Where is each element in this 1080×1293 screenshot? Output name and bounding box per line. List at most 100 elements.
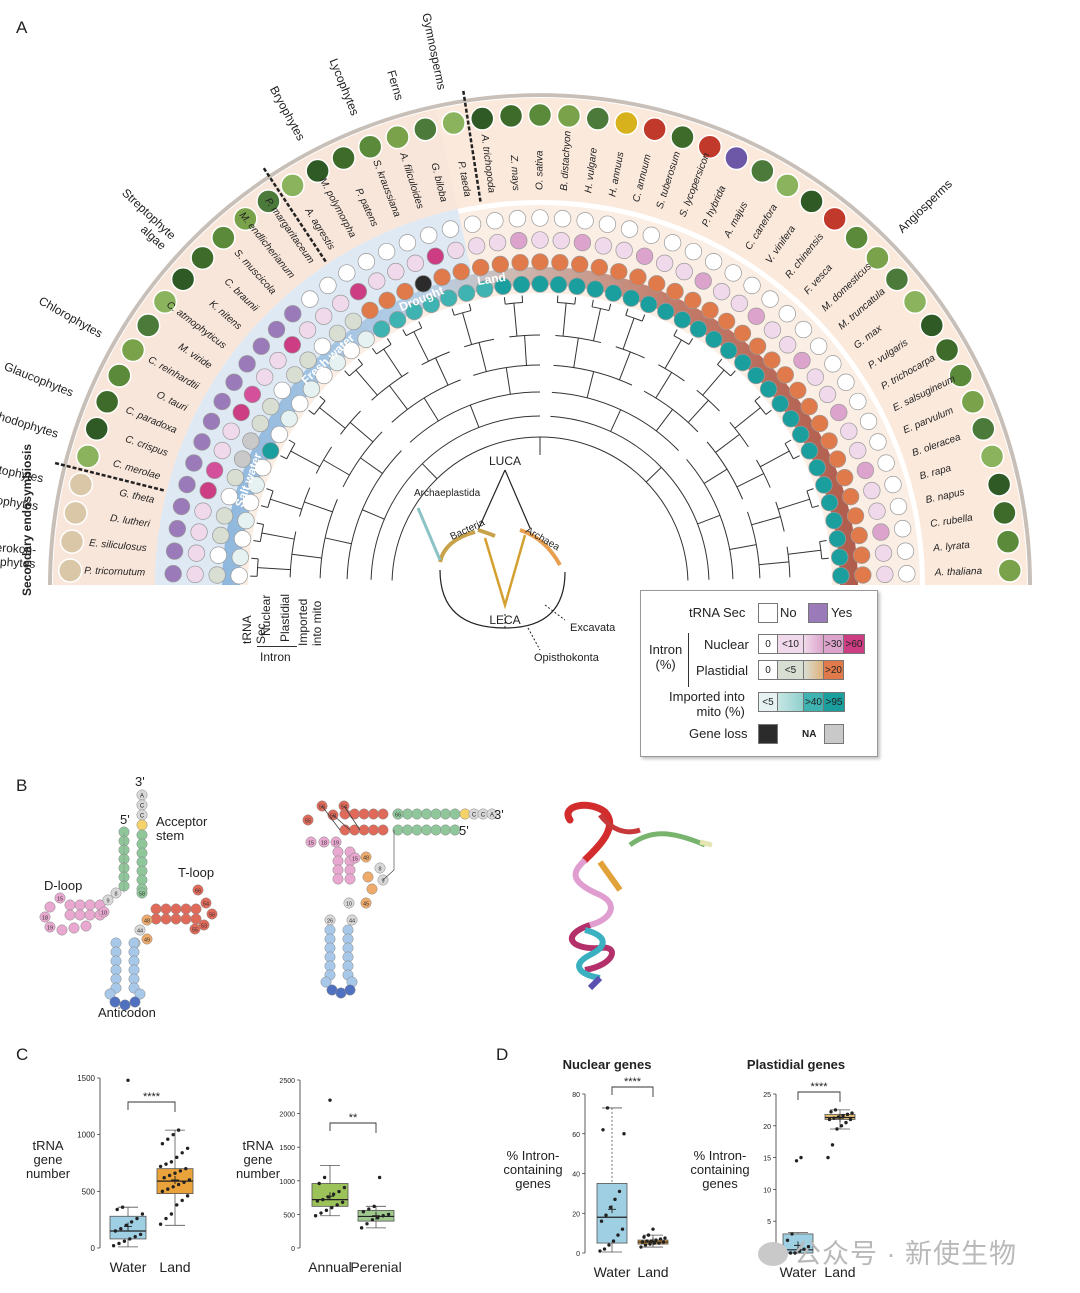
- data-circle: [854, 566, 872, 584]
- legend-no-swatch: [758, 603, 778, 623]
- data-circle: [629, 268, 647, 286]
- data-circle: [717, 312, 736, 331]
- data-circle: [215, 507, 234, 525]
- data-circle: [261, 442, 280, 460]
- nucleotide: [189, 923, 201, 935]
- y-tick-label: 500: [82, 1187, 96, 1196]
- data-circle: [789, 381, 807, 399]
- tree-branch: [715, 433, 740, 453]
- tree-branch: [505, 367, 511, 395]
- data-circle: [194, 502, 212, 520]
- sep-land: [262, 167, 327, 263]
- data-circle: [663, 234, 682, 252]
- group-label-heterokontophytes: Heterokon-tophytes: [0, 539, 37, 571]
- data-circle: [657, 302, 675, 321]
- data-point: [839, 1124, 844, 1128]
- data-circle: [213, 441, 231, 460]
- luca-label: LUCA: [489, 454, 521, 468]
- tree-branch: [625, 308, 629, 316]
- legend-imported-gradient: [778, 692, 804, 712]
- data-point: [602, 1247, 607, 1251]
- tree-branch: [290, 450, 320, 468]
- data-point: [790, 1232, 794, 1236]
- data-circle: [586, 280, 604, 298]
- data-circle: [820, 432, 838, 450]
- tree-branch: [608, 303, 612, 311]
- data-circle: [313, 337, 332, 355]
- data-circle: [283, 336, 301, 354]
- species-photo: [413, 116, 438, 142]
- data-circle: [763, 321, 782, 339]
- nucleotide-number: 49: [144, 938, 150, 944]
- species-photo: [902, 289, 928, 315]
- data-circle: [225, 373, 243, 391]
- data-circle: [426, 247, 445, 265]
- tree-branch: [717, 358, 723, 365]
- trna-mid-three-prime-label: 3': [494, 807, 504, 822]
- column-header-intron: Intron: [260, 650, 291, 664]
- data-circle: [868, 502, 886, 520]
- data-point: [331, 1192, 336, 1196]
- tree-branch: [360, 457, 383, 474]
- y-axis-label-line: containing: [503, 1162, 562, 1177]
- data-circle: [793, 351, 811, 370]
- data-circle: [635, 247, 654, 265]
- data-circle: [531, 209, 549, 227]
- data-circle: [463, 215, 482, 233]
- species-photo: [775, 173, 800, 198]
- data-circle: [712, 283, 731, 301]
- data-circle: [242, 432, 260, 450]
- y-tick-label: 500: [283, 1212, 295, 1219]
- y-tick-label: 0: [576, 1251, 580, 1258]
- data-point: [651, 1227, 655, 1231]
- data-point: [845, 1112, 850, 1117]
- data-point: [622, 1132, 626, 1136]
- species-photo: [57, 558, 83, 583]
- category-label: Annual: [308, 1259, 352, 1275]
- data-point: [367, 1207, 371, 1211]
- data-circle: [806, 368, 824, 386]
- data-point: [171, 1185, 175, 1189]
- data-circle: [792, 425, 810, 444]
- data-circle: [884, 475, 902, 494]
- chart-title: Plastidial genes: [747, 1057, 845, 1072]
- data-circle: [328, 324, 347, 343]
- species-photo: [948, 363, 973, 388]
- data-circle: [549, 275, 568, 294]
- data-circle: [573, 233, 592, 252]
- data-point: [140, 1212, 145, 1216]
- legend-imported-bin-2: >95: [824, 692, 845, 712]
- outgroup-dashes: [527, 604, 566, 651]
- species-photo: [120, 337, 146, 363]
- nucleotide: [134, 988, 146, 1000]
- data-circle: [824, 355, 842, 373]
- legend-gene-loss-label: Gene loss: [689, 726, 748, 741]
- data-circle: [398, 234, 417, 252]
- data-circle: [837, 373, 855, 391]
- species-photo: [527, 102, 553, 128]
- data-circle: [270, 425, 288, 444]
- data-point: [833, 1108, 838, 1112]
- nucleotide: [102, 894, 114, 906]
- legend-imported-label: Imported into mito (%): [669, 689, 745, 719]
- data-circle: [319, 276, 337, 295]
- y-tick-label: 15: [763, 1156, 771, 1163]
- tree-branch: [324, 537, 352, 545]
- data-circle: [452, 263, 470, 281]
- tree-branch: [784, 439, 792, 444]
- data-circle: [594, 237, 613, 255]
- data-circle: [849, 441, 867, 460]
- species-photo: [135, 313, 161, 338]
- data-circle: [877, 454, 895, 472]
- data-circle: [747, 366, 765, 385]
- tree-branch: [615, 346, 645, 359]
- data-circle: [422, 295, 440, 313]
- data-circle: [832, 567, 850, 585]
- data-circle: [414, 275, 432, 293]
- data-circle: [576, 212, 594, 230]
- nucleotide-number: 19: [333, 841, 339, 847]
- legend-imported-bin-0: <5: [758, 692, 778, 712]
- species-photo: [614, 110, 639, 136]
